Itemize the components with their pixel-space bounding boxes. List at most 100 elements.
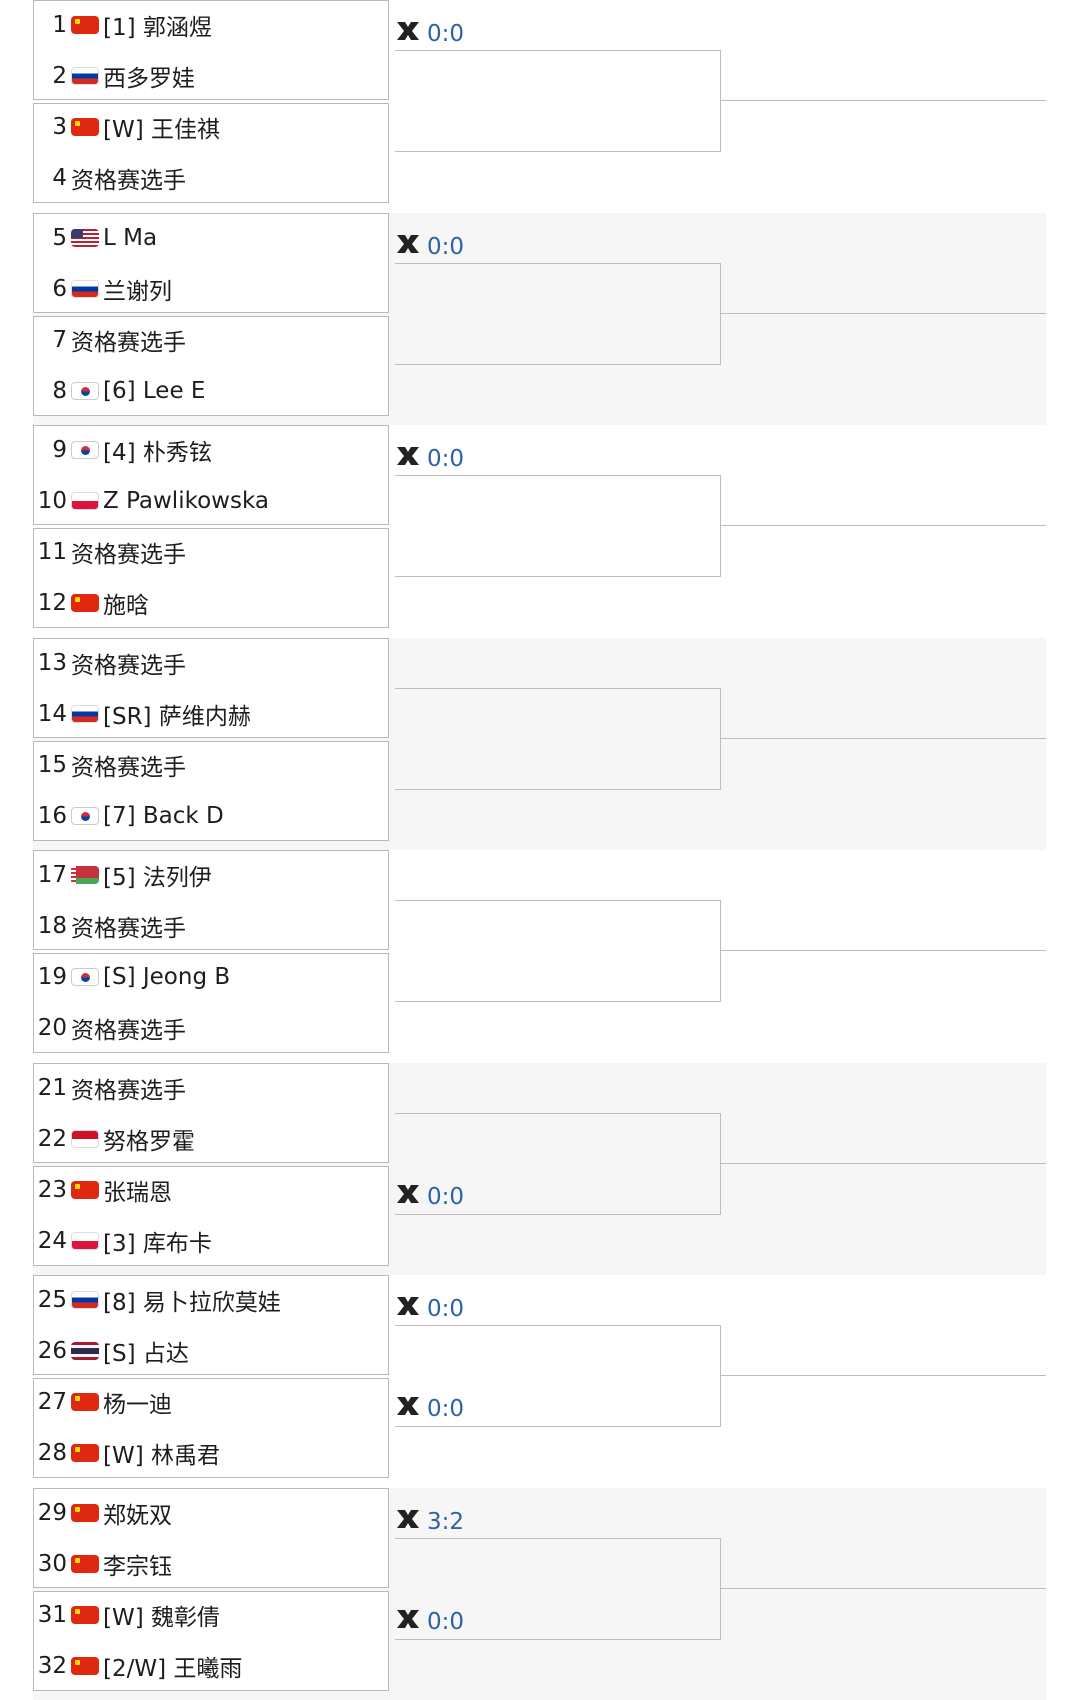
next-round-connector-box: [395, 900, 721, 1002]
china-flag-icon: [71, 1554, 99, 1573]
player-name: [7] Back D: [103, 802, 224, 829]
player-name: [6] Lee E: [103, 377, 206, 404]
indonesia-flag-icon: [71, 1129, 99, 1148]
player-name: [SR] 萨维内赫: [103, 703, 251, 730]
player-row[interactable]: 17[5] 法列伊: [33, 850, 389, 900]
draw-position: 4: [52, 165, 67, 191]
player-row[interactable]: 8[6] Lee E: [33, 366, 389, 416]
player-name: 资格赛选手: [71, 652, 186, 679]
score-text: 3:2: [427, 1508, 465, 1535]
player-name: 资格赛选手: [71, 329, 186, 356]
china-flag-icon: [71, 1393, 99, 1411]
player-row[interactable]: 26[S] 占达: [33, 1326, 389, 1376]
score-text: 0:0: [427, 1183, 465, 1210]
player-row[interactable]: 1[1] 郭涵煜: [33, 0, 389, 50]
player-name: [5] 法列伊: [103, 865, 212, 891]
china-flag-icon: [71, 1444, 99, 1462]
next-round-connector-box: [395, 1112, 721, 1215]
player-row[interactable]: 3[W] 王佳祺: [33, 102, 389, 152]
player-row[interactable]: 24[3] 库布卡: [33, 1216, 389, 1266]
score-text: 0:0: [427, 1296, 465, 1322]
player-row[interactable]: 32[2/W] 王曦雨: [33, 1641, 389, 1691]
match-score-bottom[interactable]: 0:0: [395, 1393, 464, 1425]
next-round-connector-line: [721, 525, 1046, 526]
next-round-connector-box: [395, 262, 721, 365]
draw-position: 15: [37, 751, 67, 778]
poland-flag-icon: [71, 492, 99, 510]
player-name: 张瑞恩: [103, 1179, 172, 1206]
player-row[interactable]: 16[7] Back D: [33, 791, 389, 841]
draw-position: 12: [37, 590, 67, 616]
player-row[interactable]: 5 L Ma: [33, 213, 389, 263]
player-row[interactable]: 25[8] 易卜拉欣莫娃: [33, 1275, 389, 1325]
next-round-connector-box: [395, 687, 721, 790]
draw-position: 5: [52, 224, 67, 251]
match-score-top[interactable]: 0:0: [395, 18, 464, 50]
draw-position: 28: [37, 1440, 67, 1466]
player-name: 兰谢列: [103, 278, 172, 305]
player-row[interactable]: 28[W] 林禹君: [33, 1428, 389, 1478]
china-flag-icon: [71, 1656, 99, 1675]
draw-position: 10: [37, 488, 67, 514]
match-logo-icon: [395, 1181, 421, 1213]
draw-position: 9: [52, 437, 67, 463]
draw-position: 25: [37, 1287, 67, 1313]
player-name: [W] 魏彰倩: [103, 1604, 220, 1631]
player-name: L Ma: [103, 224, 158, 251]
match-score-top[interactable]: 0:0: [395, 1293, 464, 1325]
player-row[interactable]: 31[W] 魏彰倩: [33, 1590, 389, 1640]
china-flag-icon: [71, 594, 99, 612]
player-row[interactable]: 19[S] Jeong B: [33, 952, 389, 1002]
score-text: 0:0: [427, 21, 465, 47]
china-flag-icon: [71, 1605, 99, 1624]
match-score-top[interactable]: 3:2: [395, 1506, 464, 1538]
next-round-connector-line: [721, 100, 1046, 101]
draw-position: 26: [37, 1338, 67, 1364]
draw-position: 18: [37, 913, 67, 939]
korea-flag-icon: [71, 381, 99, 400]
match-score-bottom[interactable]: 0:0: [395, 1606, 464, 1638]
next-round-connector-line: [721, 1162, 1046, 1164]
match-score-top[interactable]: 0:0: [395, 443, 464, 475]
next-round-connector-line: [721, 312, 1046, 314]
next-round-connector-line: [721, 1587, 1046, 1589]
poland-flag-icon: [71, 1231, 99, 1250]
next-round-connector-line: [721, 737, 1046, 739]
player-row[interactable]: 9[4] 朴秀铉: [33, 425, 389, 475]
match-score-top[interactable]: 0:0: [395, 231, 464, 263]
russia-flag-icon: [71, 279, 99, 298]
china-flag-icon: [71, 16, 99, 34]
draw-position: 7: [52, 326, 67, 353]
match-logo-icon: [395, 1506, 421, 1538]
player-row[interactable]: 14[SR] 萨维内赫: [33, 689, 389, 739]
match-logo-icon: [395, 1606, 421, 1638]
draw-position: 32: [37, 1652, 67, 1679]
draw-position: 24: [37, 1227, 67, 1254]
draw-position: 27: [37, 1389, 67, 1415]
russia-flag-icon: [71, 1291, 99, 1309]
player-name: 资格赛选手: [71, 916, 186, 942]
match-score-bottom[interactable]: 0:0: [395, 1181, 464, 1213]
usa-flag-icon: [71, 228, 99, 247]
